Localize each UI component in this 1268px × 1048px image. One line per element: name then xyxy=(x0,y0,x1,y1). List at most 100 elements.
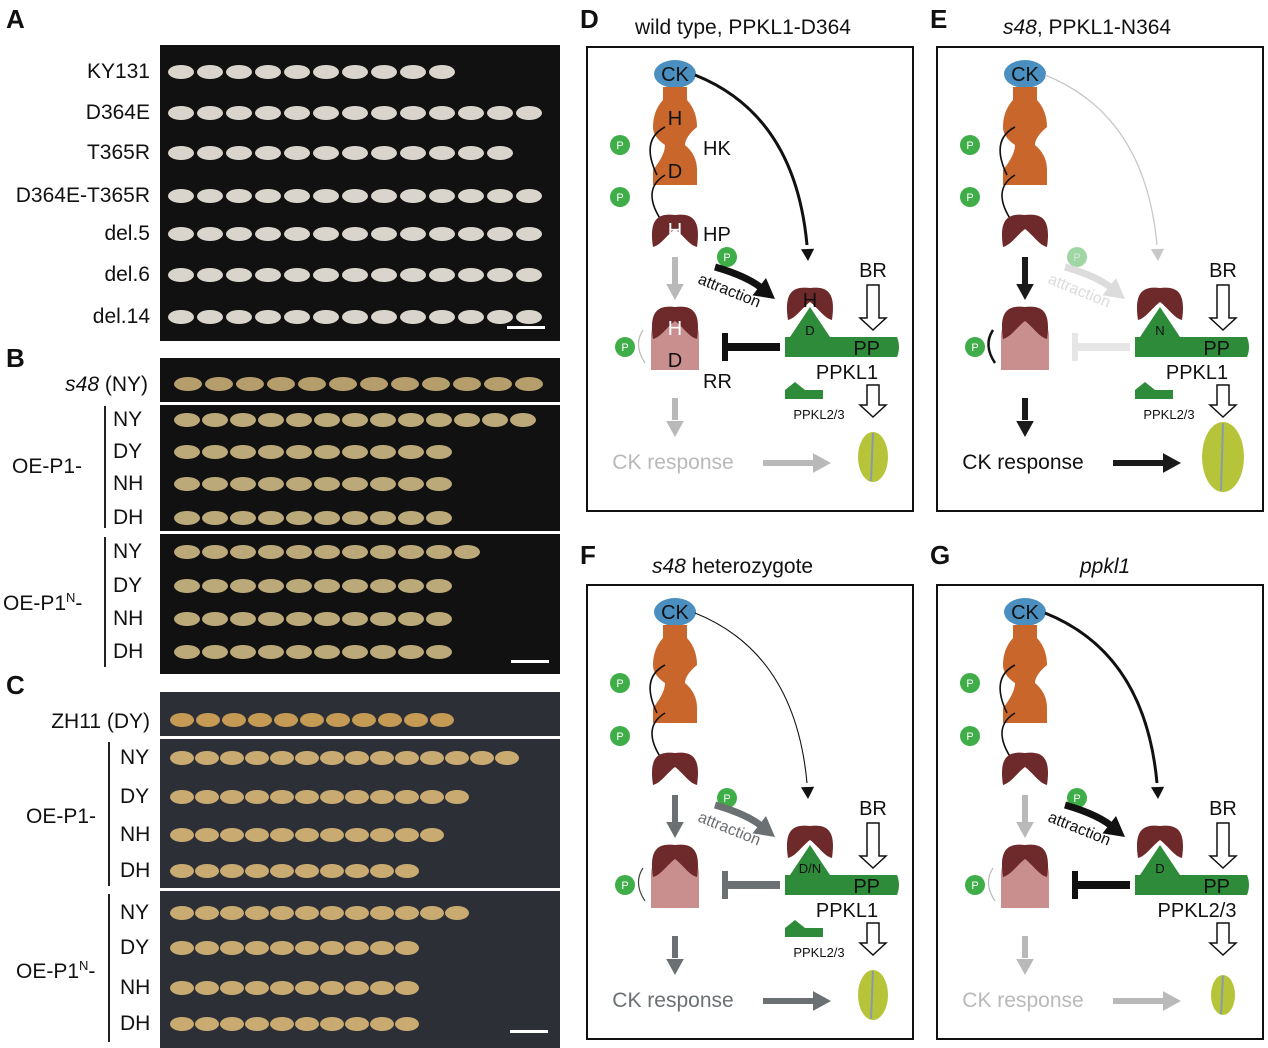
grain xyxy=(404,713,428,727)
relay-arc xyxy=(649,664,666,714)
phosphate-circle xyxy=(960,673,980,693)
grain xyxy=(370,511,396,525)
ppkl-site-label: N xyxy=(1155,323,1164,338)
grain xyxy=(398,645,424,659)
grain xyxy=(202,413,228,427)
grain xyxy=(270,828,294,842)
br-arrow xyxy=(858,284,888,332)
grain xyxy=(484,377,512,391)
grain xyxy=(286,612,312,626)
grain xyxy=(345,906,369,920)
rr-hp-node xyxy=(1001,306,1049,339)
br-label: BR xyxy=(859,798,887,820)
grain xyxy=(345,981,369,995)
arrowhead xyxy=(1163,453,1181,473)
phosphate-circle xyxy=(610,726,630,746)
grain xyxy=(426,511,452,525)
grain xyxy=(320,828,344,842)
grain xyxy=(255,65,281,79)
ppkl-label: PPKL1 xyxy=(1166,362,1228,384)
grain xyxy=(487,146,513,160)
grain xyxy=(371,189,397,203)
arrowhead xyxy=(800,786,815,799)
hk-node xyxy=(653,625,697,723)
grain xyxy=(420,906,444,920)
panel-c-sub-label: NH xyxy=(120,823,151,846)
rr-hp-node xyxy=(1001,844,1049,877)
grain xyxy=(429,189,455,203)
hk-node xyxy=(1003,625,1047,723)
arrowhead xyxy=(1102,278,1125,299)
grain xyxy=(370,941,394,955)
ppkl-label: PPKL1 xyxy=(816,362,878,384)
grain xyxy=(226,227,252,241)
grain xyxy=(174,545,200,559)
panel-b-sub-label: NH xyxy=(113,472,144,495)
grain xyxy=(342,189,368,203)
grain xyxy=(197,146,223,160)
ck-to-ppkl-arrow xyxy=(1044,611,1159,784)
rr-hp-node xyxy=(651,306,699,339)
grain xyxy=(286,645,312,659)
panel-b-grains xyxy=(174,377,543,659)
phosphate-label: P xyxy=(1073,793,1080,805)
hp-node xyxy=(1001,214,1049,247)
grain xyxy=(516,310,542,324)
grain xyxy=(230,545,256,559)
grain xyxy=(495,751,519,765)
grain xyxy=(342,413,368,427)
grain xyxy=(426,645,452,659)
grain xyxy=(370,445,396,459)
grain xyxy=(255,268,281,282)
phosphate-label: P xyxy=(621,880,628,892)
grain xyxy=(426,545,452,559)
panel-a-row-label: del.6 xyxy=(104,263,150,286)
grain xyxy=(487,310,513,324)
ppkl23-node xyxy=(785,382,823,399)
grain xyxy=(258,477,284,491)
panel-b-sub-label: NY xyxy=(113,408,143,431)
grain xyxy=(197,310,223,324)
grain xyxy=(270,1017,294,1031)
grain xyxy=(220,790,244,804)
grain xyxy=(320,941,344,955)
grain xyxy=(205,377,233,391)
grain xyxy=(168,146,194,160)
grain xyxy=(295,1017,319,1031)
grain xyxy=(370,612,396,626)
grain xyxy=(342,511,368,525)
panel-b-letter: B xyxy=(6,343,25,373)
panel-c-sub-label: DY xyxy=(120,785,150,808)
grain xyxy=(320,1017,344,1031)
grain xyxy=(326,713,350,727)
grain xyxy=(430,713,454,727)
grain xyxy=(342,445,368,459)
panel-e-letter: E xyxy=(930,4,948,34)
grain xyxy=(445,751,469,765)
phosphate-circle xyxy=(965,875,985,895)
grain xyxy=(195,941,219,955)
grain xyxy=(170,941,194,955)
phosphate-circle xyxy=(960,187,980,207)
ppkl-d-site xyxy=(790,307,830,337)
grain xyxy=(487,106,513,120)
grain xyxy=(370,981,394,995)
arrowhead xyxy=(1016,822,1034,838)
grain xyxy=(429,310,455,324)
panel-b-sub-label: DH xyxy=(113,506,144,529)
grain xyxy=(426,477,452,491)
grain xyxy=(230,645,256,659)
arrowhead xyxy=(752,278,775,299)
grain xyxy=(295,941,319,955)
grain xyxy=(295,981,319,995)
grain xyxy=(226,65,252,79)
grain xyxy=(420,751,444,765)
phosphate-circle xyxy=(615,875,635,895)
ck-to-ppkl-arrow xyxy=(694,612,808,784)
grain xyxy=(453,377,481,391)
grain xyxy=(320,751,344,765)
pp-label: PP xyxy=(1203,338,1230,360)
grain xyxy=(458,189,484,203)
